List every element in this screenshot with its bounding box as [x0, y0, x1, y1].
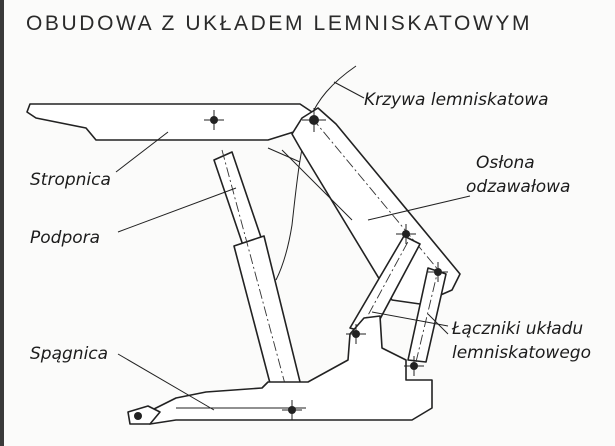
leg-lower [233, 235, 305, 407]
shield-brace [281, 149, 353, 221]
diagram-title: OBUDOWA Z UKŁADEM LEMNISKATOWYM [26, 12, 533, 35]
leader-lacznik-2 [427, 313, 449, 335]
leader-krzywa [333, 81, 365, 99]
leader-oslona [367, 195, 471, 221]
label-lacznik-2: lemniskatowego [452, 343, 591, 363]
pin-base-link-front [346, 324, 366, 344]
base-floor [131, 315, 433, 425]
link-axis-rear [415, 269, 439, 363]
lemniscate-link-rear [407, 267, 447, 363]
base-toe [127, 405, 161, 425]
pin-shield-link-rear [428, 262, 448, 282]
scan-edge [0, 0, 4, 446]
leader-podpora [117, 187, 237, 233]
label-oslona-1: Osłona [476, 153, 535, 173]
shield-edge-line [267, 147, 301, 163]
pin-roof-leg [204, 110, 224, 130]
label-podpora: Podpora [30, 228, 101, 248]
leg-axis [221, 149, 293, 411]
pin-base-link-rear [404, 356, 424, 376]
pin-roof-shield [302, 108, 326, 132]
label-spagnica: Spągnica [30, 344, 109, 364]
label-stropnica: Stropnica [30, 170, 111, 190]
leader-lacznik-1 [371, 311, 449, 327]
roof-bar [26, 103, 321, 141]
label-lacznik-1: Łączniki układu [452, 319, 584, 339]
pin-shield-link-front [396, 224, 416, 244]
label-oslona-2: odzawałowa [466, 177, 571, 197]
leader-spagnica [117, 353, 215, 411]
pin-base-leg [282, 400, 302, 420]
pin-base-toe [134, 412, 142, 420]
lemniscate-curve [275, 65, 357, 281]
label-krzywa: Krzywa lemniskatowa [364, 90, 549, 110]
leader-stropnica [115, 131, 169, 173]
